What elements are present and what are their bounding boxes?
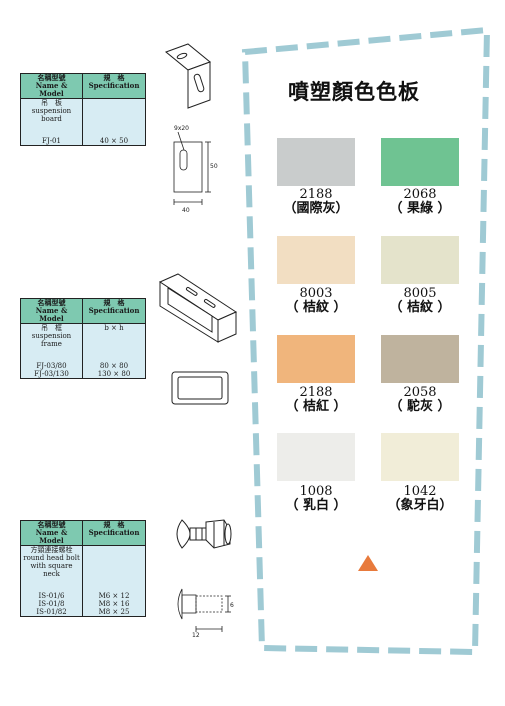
header-name-en: Name & Model	[35, 81, 68, 98]
header-spec-cn: 規 格	[103, 298, 125, 307]
product-name: 方頸連接螺栓 round head bolt with square neck …	[20, 545, 83, 617]
header-name-cn: 名稱型號	[37, 520, 66, 529]
model-code: FJ-01	[42, 137, 61, 145]
width-dimension-label: 40	[182, 207, 190, 214]
spec-table-round-head-bolt: 名稱型號 Name & Model 規 格 Specification 方頸連接…	[20, 520, 146, 617]
swatch-code: 2058	[403, 385, 437, 400]
palette-title: 噴塑顏色色板	[288, 79, 420, 104]
swatch-code: 1008	[299, 484, 333, 499]
swatch-label: 1042 （象牙白）	[370, 485, 470, 513]
product-spec: b × h 80 × 80 130 × 80	[82, 323, 146, 379]
spec-value: M8 × 25	[98, 608, 130, 616]
swatch-name: （象牙白）	[387, 498, 453, 513]
header-spec-en: Specification	[88, 306, 140, 315]
header-name: 名稱型號 Name & Model	[20, 298, 83, 324]
triangle-marker-icon	[358, 555, 378, 571]
bolt-dimension-drawing: 6 12	[177, 588, 234, 639]
model-code: FJ-03/80	[36, 362, 67, 370]
product-name-cn: 方頸連接螺栓	[30, 546, 73, 554]
height-dimension-label: 50	[210, 163, 218, 170]
model-code: FJ-03/130	[34, 370, 69, 378]
header-spec-cn: 規 格	[103, 73, 125, 82]
suspension-board-dimension-drawing: 9x20 50 40	[173, 125, 218, 214]
swatch-name: （ 桔紅 ）	[285, 399, 347, 414]
swatch-label: 8005 （ 桔紋 ）	[370, 287, 470, 315]
color-swatch	[381, 138, 459, 186]
color-swatch	[277, 236, 355, 284]
header-spec: 規 格 Specification	[82, 73, 146, 99]
header-spec-cn: 規 格	[103, 520, 125, 529]
product-name: 吊 板 suspension board FJ-01	[20, 98, 83, 146]
swatch-label: 2188 （ 桔紅 ）	[266, 386, 366, 414]
swatch-name: （ 桔紋 ）	[285, 300, 347, 315]
header-spec: 規 格 Specification	[82, 298, 146, 324]
swatch-code: 2188	[299, 385, 333, 400]
product-name-cn: 吊 框	[41, 324, 62, 332]
hole-dimension-label: 9x20	[174, 125, 189, 132]
bolt-isometric-drawing	[176, 519, 232, 549]
swatch-name: （ 駝灰 ）	[389, 399, 451, 414]
product-name-en: suspension board	[31, 107, 72, 123]
header-spec-en: Specification	[88, 81, 140, 90]
spec-table-suspension-frame: 名稱型號 Name & Model 規 格 Specification 吊 框 …	[20, 298, 146, 379]
swatch-label: 8003 （ 桔紋 ）	[266, 287, 366, 315]
header-spec-en: Specification	[88, 528, 140, 537]
swatch-code: 2068	[403, 187, 437, 202]
color-swatch	[381, 433, 459, 481]
swatch-name: （ 乳白 ）	[285, 498, 347, 513]
length-dimension-label: 12	[192, 632, 200, 639]
product-spec: M6 × 12 M8 × 16 M8 × 25	[82, 545, 146, 617]
swatch-code: 2188	[299, 187, 333, 202]
product-name: 吊 框 suspension frame FJ-03/80 FJ-03/130	[20, 323, 83, 379]
swatch-name: （ 桔紋 ）	[389, 300, 451, 315]
spec-value: 80 × 80	[99, 362, 129, 370]
swatch-code: 8005	[403, 286, 437, 301]
product-spec: 40 × 50	[82, 98, 146, 146]
suspension-frame-isometric-drawing	[158, 273, 238, 343]
spec-value: M6 × 12	[98, 592, 130, 600]
color-swatch	[381, 335, 459, 383]
header-name: 名稱型號 Name & Model	[20, 520, 83, 546]
color-swatch	[277, 138, 355, 186]
model-code: IS-01/6	[38, 592, 65, 600]
header-name: 名稱型號 Name & Model	[20, 73, 83, 99]
color-swatch	[277, 335, 355, 383]
swatch-label: 2068 （ 果綠 ）	[370, 188, 470, 216]
swatch-label: 2058 （ 駝灰 ）	[370, 386, 470, 414]
spec-table-suspension-board: 名稱型號 Name & Model 規 格 Specification 吊 板 …	[20, 73, 146, 146]
header-name-cn: 名稱型號	[37, 73, 66, 82]
model-code: IS-01/8	[38, 600, 65, 608]
header-name-en: Name & Model	[35, 306, 68, 323]
swatch-label: 2188 （國際灰）	[266, 188, 366, 216]
product-name-en: suspension frame	[31, 332, 72, 348]
spec-value: 130 × 80	[97, 370, 131, 378]
model-code: IS-01/82	[36, 608, 67, 616]
swatch-code: 8003	[299, 286, 333, 301]
swatch-name: （ 果綠 ）	[389, 201, 451, 216]
product-name-en: round head bolt with square neck	[23, 554, 80, 578]
header-name-cn: 名稱型號	[37, 298, 66, 307]
color-swatch	[277, 433, 355, 481]
swatch-label: 1008 （ 乳白 ）	[266, 485, 366, 513]
spec-value: 40 × 50	[99, 137, 129, 145]
swatch-code: 1042	[403, 484, 437, 499]
header-spec: 規 格 Specification	[82, 520, 146, 546]
color-swatch	[381, 236, 459, 284]
suspension-board-isometric-drawing	[165, 43, 211, 109]
diameter-dimension-label: 6	[230, 602, 234, 609]
header-name-en: Name & Model	[35, 528, 68, 545]
spec-value: M8 × 16	[98, 600, 130, 608]
swatch-name: （國際灰）	[283, 201, 349, 216]
spec-title: b × h	[104, 324, 124, 332]
suspension-frame-front-drawing	[171, 371, 229, 405]
product-name-cn: 吊 板	[41, 99, 62, 107]
